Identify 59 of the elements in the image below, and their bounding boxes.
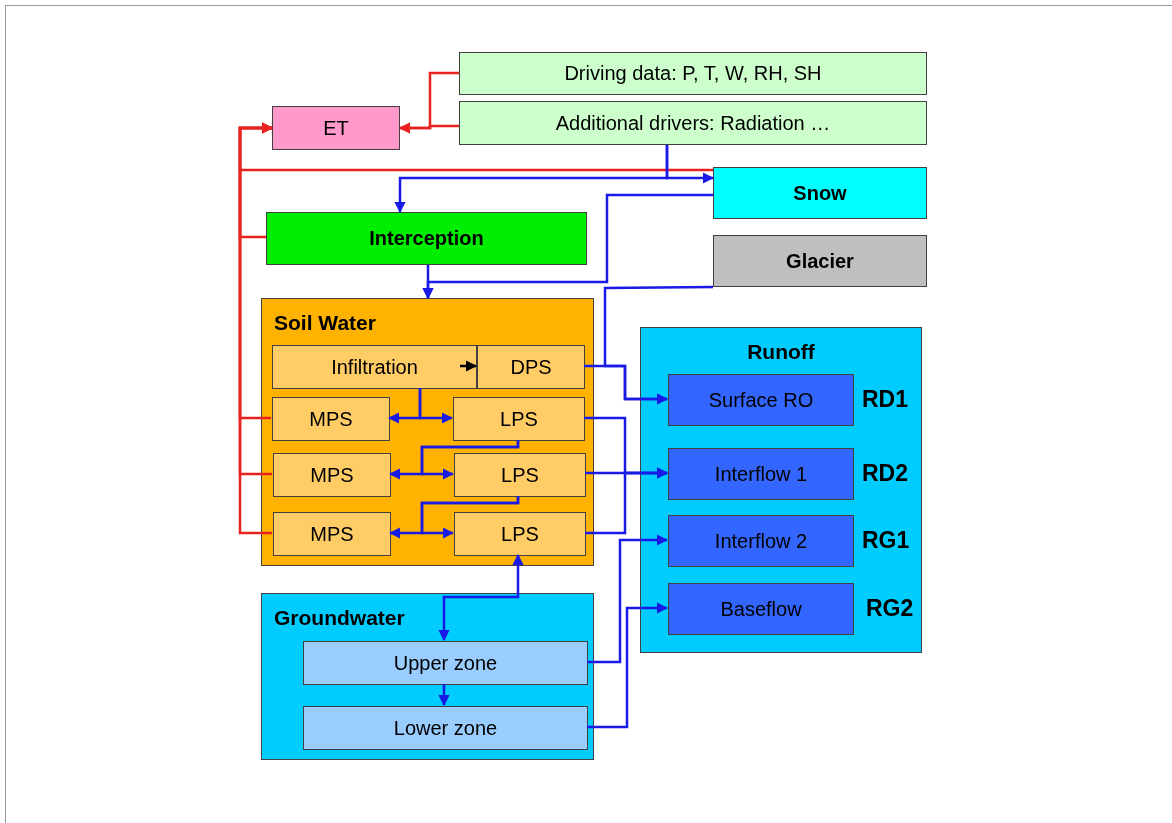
input-box	[459, 52, 927, 95]
storage-box	[272, 397, 390, 441]
group-panel	[261, 298, 594, 566]
box-label: LPS	[501, 462, 539, 488]
box-label: Interception	[369, 226, 484, 251]
storage-box	[453, 397, 585, 441]
process-box	[713, 167, 927, 219]
box-label: Baseflow	[720, 596, 802, 622]
box-label: Surface RO	[708, 387, 814, 413]
storage-box	[273, 512, 391, 556]
flow-code-label: RG2	[866, 594, 914, 623]
box-label: Driving data: P, T, W, RH, SH	[564, 61, 822, 86]
box-label: MPS	[309, 406, 353, 432]
box-label: Interflow 1	[714, 461, 808, 487]
flow-code-label: RD2	[862, 459, 908, 488]
group-title: Groundwater	[274, 605, 405, 631]
arrow	[587, 534, 669, 664]
arrow	[585, 467, 669, 535]
box-label: ET	[323, 115, 349, 141]
group-title: Runoff	[746, 339, 816, 365]
process-box	[272, 106, 400, 150]
box-label: MPS	[310, 521, 354, 547]
flow-code-label: RD1	[862, 385, 908, 414]
storage-box	[477, 345, 585, 389]
storage-box	[272, 345, 477, 389]
arrow	[422, 265, 434, 300]
box-label: Infiltration	[331, 354, 418, 380]
arrow	[398, 122, 459, 134]
group-title: Soil Water	[274, 310, 376, 336]
box-label: Interflow 2	[714, 528, 808, 554]
box-label: DPS	[510, 354, 552, 380]
arrow	[438, 553, 524, 642]
box-label: Lower zone	[393, 715, 498, 741]
box-label: Glacier	[786, 248, 854, 274]
arrow	[418, 388, 454, 424]
arrow	[420, 496, 520, 539]
flow-code-label: RG1	[862, 526, 910, 555]
input-box	[459, 101, 927, 145]
arrow	[587, 602, 669, 729]
group-panel	[640, 327, 922, 653]
box-label: MPS	[310, 462, 354, 488]
box-label: Upper zone	[393, 650, 498, 676]
process-box	[713, 235, 927, 287]
arrow	[584, 364, 669, 405]
box-label: LPS	[501, 521, 539, 547]
arrow	[420, 440, 520, 480]
process-box	[266, 212, 587, 265]
arrow	[438, 684, 450, 707]
box-label: LPS	[500, 406, 538, 432]
storage-box	[303, 706, 588, 750]
box-label: Additional drivers: Radiation …	[555, 110, 831, 136]
storage-box	[303, 641, 588, 685]
storage-box	[454, 512, 586, 556]
arrow	[394, 145, 669, 214]
arrow	[460, 360, 478, 372]
storage-box	[273, 453, 391, 497]
storage-box	[454, 453, 586, 497]
box-label: Snow	[793, 180, 847, 206]
group-panel	[261, 593, 594, 760]
